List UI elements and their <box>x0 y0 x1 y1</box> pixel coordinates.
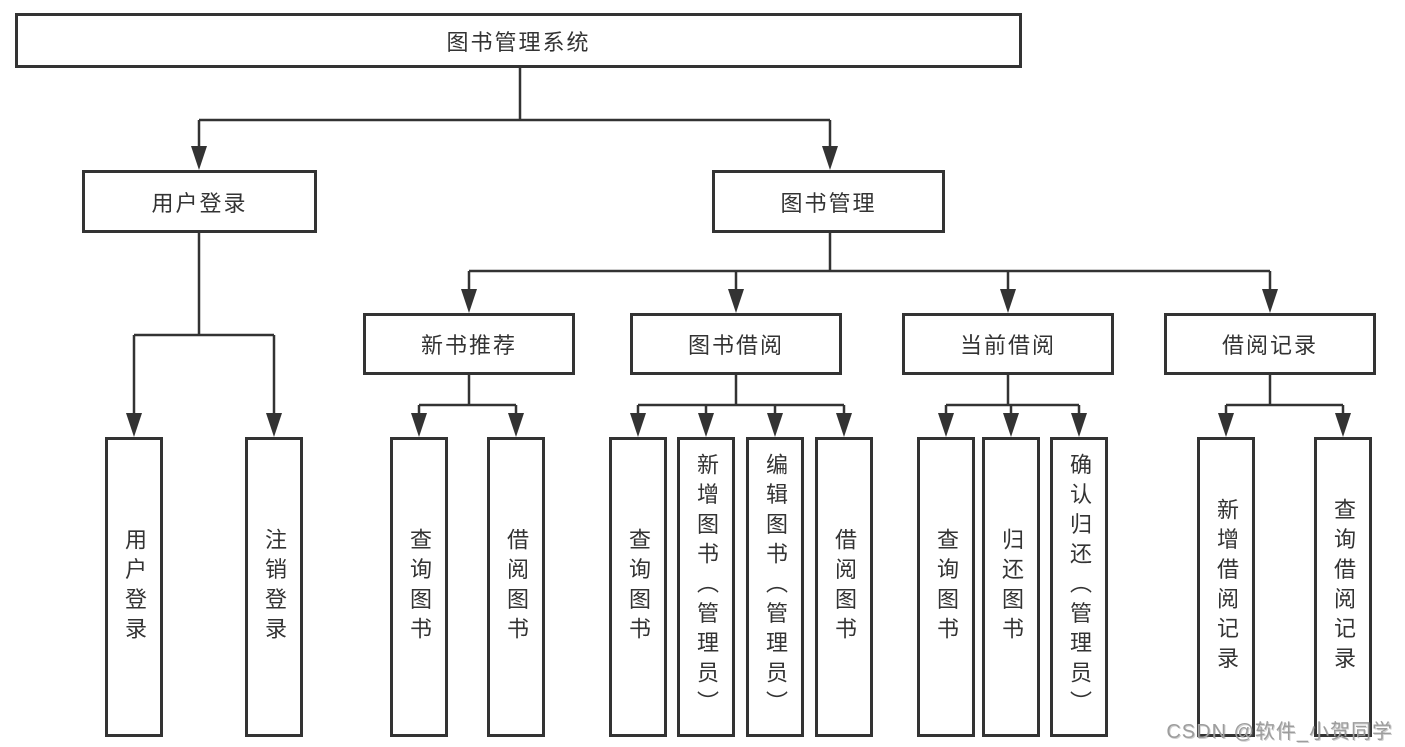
node-book-borrow: 图书借阅 <box>630 313 842 375</box>
node-leaf-add-borrow-record: 新增借阅记录 <box>1197 437 1255 737</box>
node-leaf-search-books-1: 查询图书 <box>390 437 448 737</box>
csdn-watermark: CSDN @软件_小贺同学 <box>1166 721 1393 743</box>
node-leaf-borrow-books-2: 借阅图书 <box>815 437 873 737</box>
node-current-borrow: 当前借阅 <box>902 313 1114 375</box>
node-borrow-records: 借阅记录 <box>1164 313 1376 375</box>
node-library-management-system: 图书管理系统 <box>15 13 1022 68</box>
node-leaf-return-book: 归还图书 <box>982 437 1040 737</box>
node-leaf-add-book-admin: 新增图书（管理员） <box>677 437 735 737</box>
node-leaf-search-books-3: 查询图书 <box>917 437 975 737</box>
node-leaf-edit-book-admin: 编辑图书（管理员） <box>746 437 804 737</box>
node-leaf-confirm-return-admin: 确认归还（管理员） <box>1050 437 1108 737</box>
node-book-management: 图书管理 <box>712 170 945 233</box>
node-leaf-search-borrow-record: 查询借阅记录 <box>1314 437 1372 737</box>
node-leaf-borrow-books-1: 借阅图书 <box>487 437 545 737</box>
node-new-book-recommend: 新书推荐 <box>363 313 575 375</box>
node-user-login: 用户登录 <box>82 170 317 233</box>
node-leaf-logout: 注销登录 <box>245 437 303 737</box>
node-leaf-search-books-2: 查询图书 <box>609 437 667 737</box>
node-leaf-user-login: 用户登录 <box>105 437 163 737</box>
